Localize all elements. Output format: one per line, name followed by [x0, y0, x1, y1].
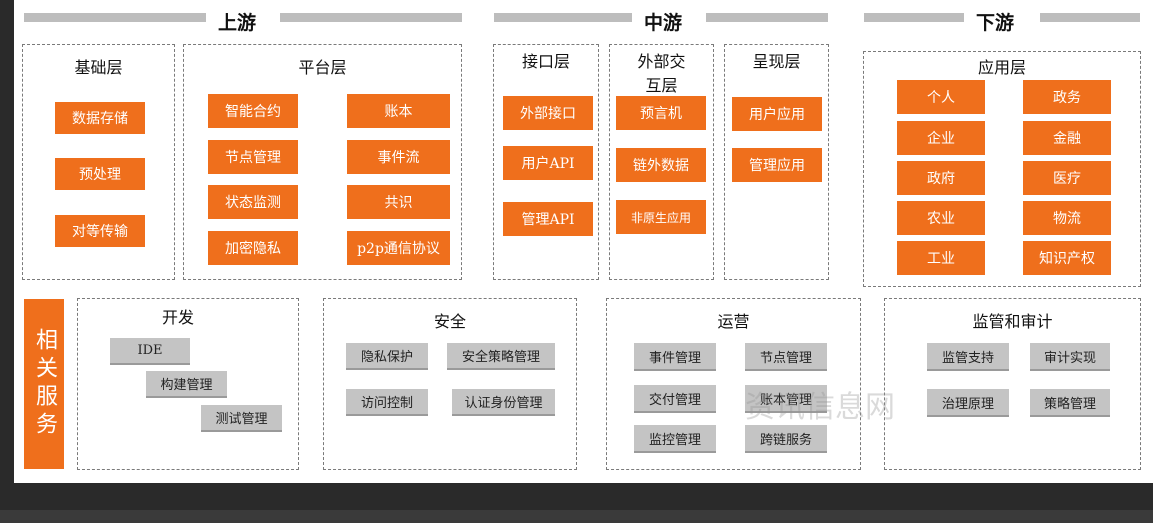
external-layer-box: 外部交 互层 [609, 44, 714, 280]
application-layer-title: 应用层 [977, 58, 1026, 77]
audit-title: 监管和审计 [972, 312, 1053, 331]
development-item: IDE [110, 338, 190, 365]
platform-item: 节点管理 [208, 140, 298, 174]
external-item: 非原生应用 [616, 200, 706, 234]
operations-title: 运营 [717, 312, 750, 331]
midstream-header: 中游 [644, 12, 683, 34]
external-item: 预言机 [616, 96, 706, 130]
external-layer-title-line1: 外部交 [637, 52, 686, 71]
audit-item: 监管支持 [927, 343, 1009, 371]
security-box: 安全 [323, 298, 577, 470]
downstream-stripe-left [864, 13, 964, 22]
development-box: 开发 [77, 298, 299, 470]
platform-item: 事件流 [347, 140, 450, 174]
audit-item: 审计实现 [1030, 343, 1110, 371]
operations-item: 跨链服务 [745, 425, 827, 453]
base-layer-box: 基础层 [22, 44, 175, 280]
development-item: 测试管理 [201, 405, 282, 432]
presentation-layer-title: 呈现层 [752, 52, 801, 71]
upstream-stripe-right [280, 13, 462, 22]
upstream-header: 上游 [218, 12, 257, 34]
external-layer-title-line2: 互层 [645, 76, 678, 95]
operations-box: 运营 [606, 298, 861, 470]
application-item: 医疗 [1023, 161, 1111, 195]
base-layer-item: 预处理 [55, 158, 145, 190]
operations-item: 账本管理 [745, 385, 827, 413]
security-item: 安全策略管理 [447, 343, 555, 370]
watermark: 资讯信息网 [745, 390, 895, 425]
platform-item: 状态监测 [208, 185, 298, 219]
security-item: 认证身份管理 [452, 389, 555, 416]
application-item: 工业 [897, 241, 985, 275]
application-item: 知识产权 [1023, 241, 1111, 275]
application-item: 物流 [1023, 201, 1111, 235]
security-item: 访问控制 [346, 389, 428, 416]
interface-item: 用户API [503, 146, 593, 180]
operations-item: 事件管理 [634, 343, 716, 371]
interface-item: 外部接口 [503, 96, 593, 130]
external-item: 链外数据 [616, 148, 706, 182]
presentation-layer-box: 呈现层 [724, 44, 829, 280]
platform-item: 加密隐私 [208, 231, 298, 265]
development-item: 构建管理 [146, 371, 227, 398]
presentation-item: 用户应用 [732, 97, 822, 131]
operations-item: 监控管理 [634, 425, 716, 453]
application-item: 政府 [897, 161, 985, 195]
midstream-stripe-left [494, 13, 632, 22]
platform-layer-title: 平台层 [298, 58, 347, 77]
audit-item: 治理原理 [927, 389, 1009, 417]
base-layer-title: 基础层 [74, 58, 123, 77]
presentation-item: 管理应用 [732, 148, 822, 182]
base-layer-item: 对等传输 [55, 215, 145, 247]
application-item: 金融 [1023, 121, 1111, 155]
audit-box: 监管和审计 [884, 298, 1141, 470]
application-layer-box: 应用层 [863, 51, 1141, 287]
operations-item: 节点管理 [745, 343, 827, 371]
audit-item: 策略管理 [1030, 389, 1110, 417]
application-item: 农业 [897, 201, 985, 235]
interface-layer-title: 接口层 [521, 52, 570, 71]
upstream-stripe-left [24, 13, 206, 22]
bottom-bar [0, 510, 1153, 523]
midstream-stripe-right [706, 13, 828, 22]
interface-layer-box: 接口层 [493, 44, 599, 280]
application-item: 个人 [897, 80, 985, 114]
interface-item: 管理API [503, 202, 593, 236]
development-title: 开发 [161, 308, 194, 327]
application-item: 企业 [897, 121, 985, 155]
downstream-header: 下游 [976, 12, 1015, 34]
base-layer-item: 数据存储 [55, 102, 145, 134]
operations-item: 交付管理 [634, 385, 716, 413]
related-services-label: 相关服务 [24, 299, 64, 469]
application-item: 政务 [1023, 80, 1111, 114]
security-title: 安全 [433, 312, 466, 331]
platform-item: 账本 [347, 94, 450, 128]
platform-layer-box: 平台层 [183, 44, 462, 280]
security-item: 隐私保护 [346, 343, 428, 370]
platform-item: 智能合约 [208, 94, 298, 128]
downstream-stripe-right [1040, 13, 1140, 22]
platform-item: 共识 [347, 185, 450, 219]
platform-item: p2p通信协议 [347, 231, 450, 265]
